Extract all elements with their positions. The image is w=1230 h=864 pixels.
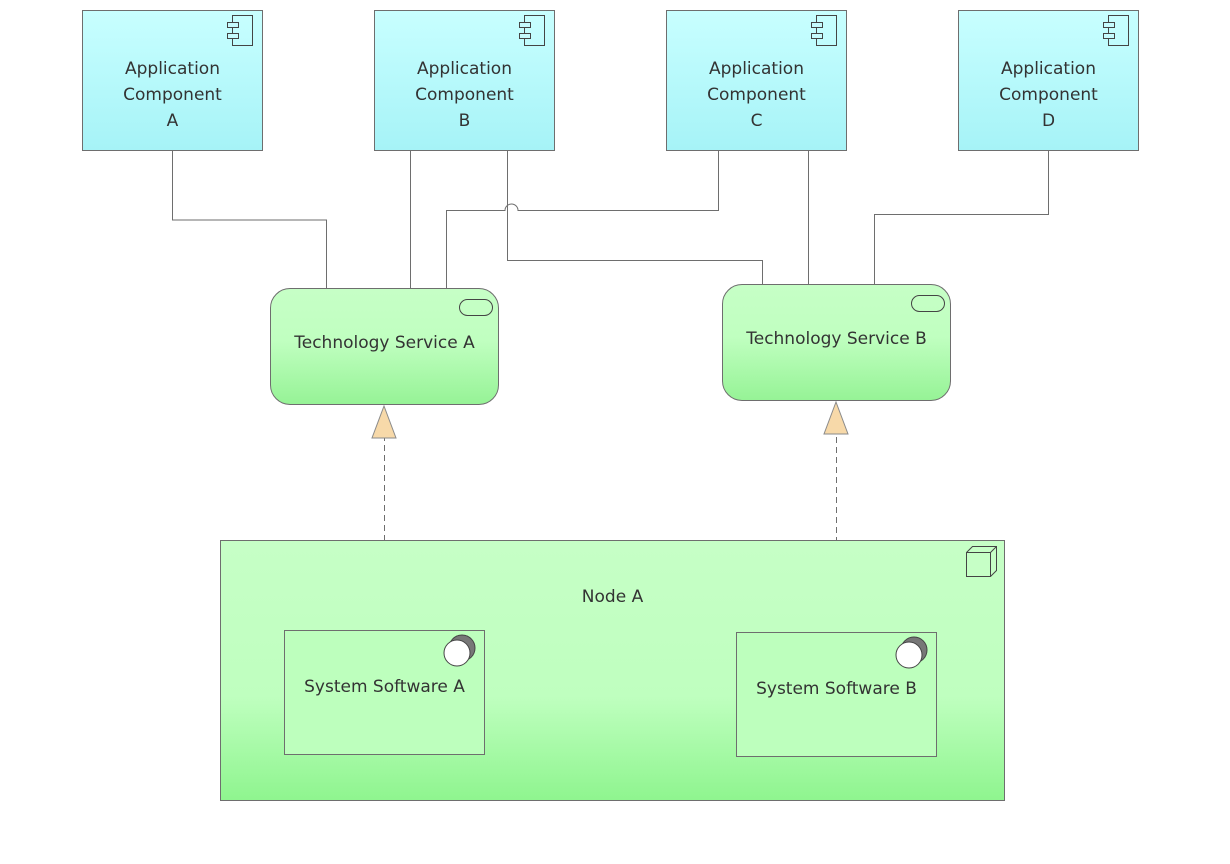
connector-appA-techA bbox=[172, 150, 327, 289]
component-icon bbox=[519, 15, 545, 46]
connector-appB-techB bbox=[507, 150, 763, 285]
service-icon bbox=[911, 295, 945, 312]
system-software-b[interactable]: System Software B bbox=[736, 632, 937, 757]
service-icon bbox=[459, 299, 493, 316]
technology-service-label: Technology Service B bbox=[746, 329, 927, 349]
system-software-label: System Software A bbox=[304, 677, 465, 697]
system-software-icon bbox=[895, 636, 928, 669]
technology-service-a[interactable]: Technology Service A bbox=[270, 288, 499, 405]
application-component-label: Application Component D bbox=[999, 59, 1098, 131]
node-icon bbox=[966, 546, 997, 577]
application-component-a[interactable]: Application Component A bbox=[82, 10, 263, 151]
node-label: Node A bbox=[581, 587, 644, 607]
application-component-c[interactable]: Application Component C bbox=[666, 10, 847, 151]
component-icon bbox=[1103, 15, 1129, 46]
component-icon bbox=[227, 15, 253, 46]
application-component-label: Application Component A bbox=[123, 59, 222, 131]
realization-arrowhead-techA bbox=[371, 404, 397, 439]
system-software-a[interactable]: System Software A bbox=[284, 630, 485, 755]
application-component-b[interactable]: Application Component B bbox=[374, 10, 555, 151]
technology-service-b[interactable]: Technology Service B bbox=[722, 284, 951, 401]
system-software-label: System Software B bbox=[756, 679, 917, 699]
system-software-icon bbox=[443, 634, 476, 667]
connector-appC-techA bbox=[446, 150, 719, 289]
application-component-label: Application Component C bbox=[707, 59, 806, 131]
application-component-d[interactable]: Application Component D bbox=[958, 10, 1139, 151]
application-component-label: Application Component B bbox=[415, 59, 514, 131]
realization-arrowhead-techB bbox=[823, 400, 849, 435]
component-icon bbox=[811, 15, 837, 46]
technology-service-label: Technology Service A bbox=[294, 333, 475, 353]
connector-appD-techB bbox=[874, 150, 1049, 285]
